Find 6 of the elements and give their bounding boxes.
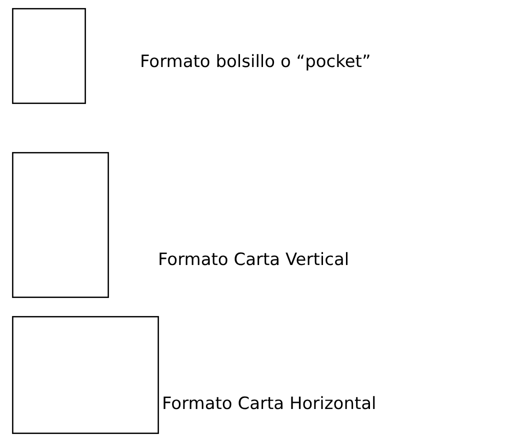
format-label: Formato bolsillo o “pocket” (140, 52, 371, 72)
empty-rectangle (12, 152, 109, 298)
empty-rectangle (12, 8, 86, 104)
format-label: Formato Carta Vertical (158, 250, 350, 270)
empty-rectangle (12, 316, 159, 434)
format-label: Formato Carta Horizontal (162, 394, 376, 414)
